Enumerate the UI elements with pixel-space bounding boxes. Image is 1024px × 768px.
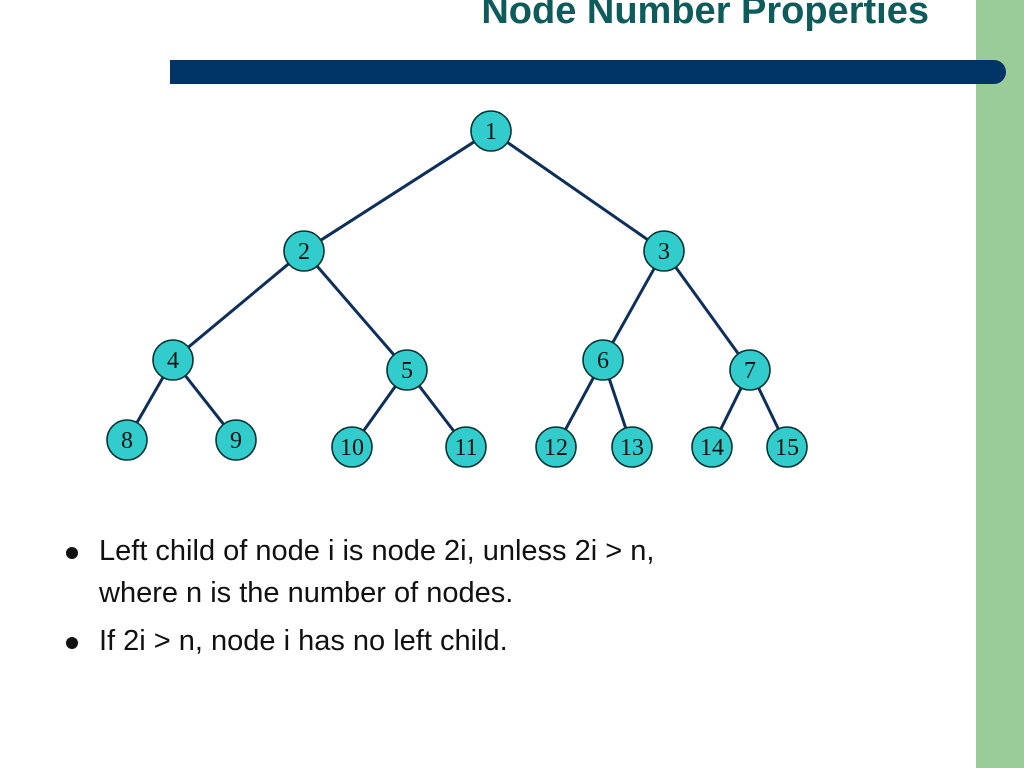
tree-node-circle [106,419,148,461]
tree-node-label: 4 [167,348,179,374]
tree-node-circle [152,339,194,381]
tree-node-label: 15 [775,435,799,461]
tree-node-label: 6 [597,348,609,374]
tree-node-circle [386,349,428,391]
tree-edge-4-8 [135,376,165,424]
tree-node-circle [470,110,512,152]
tree-node-label: 14 [700,435,724,461]
tree-edge-4-9 [184,374,225,426]
slide-title: Node Number Properties [481,0,929,32]
tree-node-label: 7 [744,358,756,384]
bullet-item-1: Left child of node i is node 2i, unless … [62,530,942,614]
side-accent-bar [976,0,1024,768]
bullet-2-line-1: If 2i > n, node i has no left child. [99,625,508,658]
tree-node-circle [691,426,733,468]
tree-node-circle [766,426,808,468]
tree-node-circle [611,426,653,468]
tree-edge-5-10 [362,385,397,432]
tree-edge-7-15 [757,387,780,430]
tree-node-label: 9 [230,428,242,454]
tree-edge-3-7 [674,266,740,355]
tree-edge-2-5 [315,265,396,356]
tree-edge-1-3 [506,141,649,241]
tree-node-circle [643,230,685,272]
tree-node-14: 14 [691,426,733,468]
tree-node-5: 5 [386,349,428,391]
tree-node-circle [582,339,624,381]
tree-edge-2-4 [187,262,290,349]
tree-node-8: 8 [106,419,148,461]
tree-edge-6-12 [564,376,595,431]
bullet-list: Left child of node i is node 2i, unless … [62,530,942,668]
tree-edge-7-14 [719,387,743,430]
tree-node-circle [729,349,771,391]
tree-edges [135,140,780,433]
tree-node-circle [535,426,577,468]
tree-node-12: 12 [535,426,577,468]
tree-node-13: 13 [611,426,653,468]
bullet-1-line-2: where n is the number of nodes. [99,577,514,610]
tree-node-label: 12 [544,435,568,461]
tree-node-circle [283,230,325,272]
tree-node-15: 15 [766,426,808,468]
tree-node-9: 9 [215,419,257,461]
bullet-item-2: If 2i > n, node i has no left child. [62,620,942,662]
tree-node-label: 13 [620,435,644,461]
tree-node-4: 4 [152,339,194,381]
tree-node-1: 1 [470,110,512,152]
title-underline-bar [170,60,1006,84]
tree-node-label: 8 [121,428,133,454]
bullet-1-line-1: Left child of node i is node 2i, unless … [99,535,655,567]
tree-edge-5-11 [417,384,456,433]
tree-node-2: 2 [283,230,325,272]
bullet-dot-icon [66,547,78,559]
tree-node-circle [331,426,373,468]
tree-node-label: 3 [658,239,670,265]
tree-edge-3-6 [611,267,656,344]
tree-node-label: 1 [485,119,497,145]
tree-node-circle [215,419,257,461]
tree-node-3: 3 [643,230,685,272]
tree-node-11: 11 [445,426,487,468]
tree-edge-1-2 [320,140,475,242]
tree-node-10: 10 [331,426,373,468]
tree-node-label: 2 [298,239,310,265]
tree-node-circle [445,426,487,468]
tree-node-7: 7 [729,349,771,391]
bullet-dot-icon [66,637,78,650]
tree-node-label: 10 [340,435,364,461]
tree-node-label: 5 [401,358,413,384]
tree-node-label: 11 [454,435,477,461]
tree-edge-6-13 [607,378,628,429]
tree-node-6: 6 [582,339,624,381]
